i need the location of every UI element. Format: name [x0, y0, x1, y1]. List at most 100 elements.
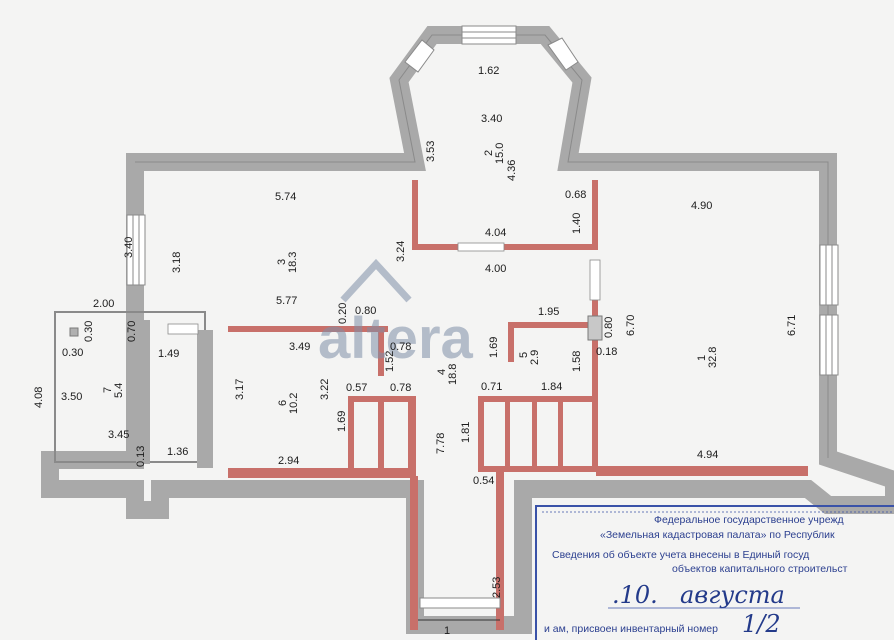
dim-5-77: 5.77 — [276, 295, 297, 307]
dim-0-78-a: 0.78 — [390, 341, 411, 353]
room-4-label: 4 18.8 — [436, 364, 459, 385]
dim-0-80-a: 0.80 — [355, 305, 376, 317]
room-1-label: 1 32.8 — [696, 347, 719, 368]
svg-text:2: 2 — [483, 150, 495, 156]
svg-text:10.2: 10.2 — [288, 393, 300, 414]
dim-1-69-a: 1.69 — [488, 337, 500, 358]
dim-1-62: 1.62 — [478, 65, 499, 77]
window-bay-left — [404, 39, 435, 73]
cadastral-stamp: Федеральное государственное учрежд «Земе… — [535, 505, 894, 640]
svg-text:altera: altera — [318, 306, 474, 371]
dim-0-20: 0.20 — [337, 303, 349, 324]
dim-1-49: 1.49 — [158, 348, 179, 360]
svg-text:18.3: 18.3 — [287, 252, 299, 273]
dim-3-53: 3.53 — [425, 141, 437, 162]
dim-3-49: 3.49 — [289, 341, 310, 353]
room-5-label: 5 2.9 — [518, 350, 541, 365]
svg-text:Сведения об объекте учета внес: Сведения об объекте учета внесены в Един… — [552, 549, 809, 561]
dim-0-13: 0.13 — [135, 446, 147, 467]
dim-2-94: 2.94 — [278, 455, 299, 467]
dim-2-00: 2.00 — [93, 298, 114, 310]
dim-4-08: 4.08 — [33, 387, 45, 408]
dimension-labels-horizontal: 1.62 3.40 0.68 4.04 4.00 5.74 5.77 0.80 … — [61, 65, 718, 487]
dim-0-68: 0.68 — [565, 189, 586, 201]
window-top — [461, 25, 517, 45]
entry-door — [419, 597, 501, 609]
dimension-labels-vertical: 3.53 4.36 1.40 3.40 3.18 3.24 0.20 0.30 … — [33, 141, 798, 598]
window-left — [126, 214, 146, 286]
svg-text:Федеральное государственное уч: Федеральное государственное учрежд — [654, 514, 844, 526]
dim-7-78: 7.78 — [435, 433, 447, 454]
dim-3-18: 3.18 — [171, 252, 183, 273]
dim-4-04: 4.04 — [485, 227, 506, 239]
dim-0-54: 0.54 — [473, 475, 494, 487]
svg-text:1: 1 — [696, 355, 708, 361]
dim-3-45: 3.45 — [108, 429, 129, 441]
dim-5-74: 5.74 — [275, 191, 296, 203]
svg-text:5.4: 5.4 — [113, 383, 125, 398]
dim-3-22: 3.22 — [319, 379, 331, 400]
dim-3-17: 3.17 — [234, 379, 246, 400]
dim-2-53: 2.53 — [491, 577, 503, 598]
dim-0-80-b: 0.80 — [603, 317, 615, 338]
stamp-handwritten-day: .10. — [612, 581, 658, 609]
watermark: altera — [318, 258, 474, 371]
svg-text:5: 5 — [518, 352, 530, 358]
room-6-label: 6 10.2 — [277, 393, 300, 414]
svg-text:и ам, присвоен инвентарный ном: и ам, присвоен инвентарный номер — [544, 623, 718, 635]
dim-1-40: 1.40 — [571, 213, 583, 234]
partitions — [228, 180, 808, 630]
dim-3-24: 3.24 — [395, 241, 407, 262]
room-2-label: 2 15.0 — [483, 143, 506, 164]
dim-4-36: 4.36 — [506, 160, 518, 181]
svg-text:4: 4 — [436, 369, 448, 375]
window-right-lower — [819, 314, 839, 376]
stamp-handwritten-month: августа — [680, 581, 785, 609]
dim-0-70: 0.70 — [126, 321, 138, 342]
svg-text:32.8: 32.8 — [707, 347, 719, 368]
window-right-upper — [819, 244, 839, 306]
dim-0-71: 0.71 — [481, 381, 502, 393]
dim-1-52: 1.52 — [384, 351, 396, 372]
dim-4-00: 4.00 — [485, 263, 506, 275]
dim-1-58: 1.58 — [571, 351, 583, 372]
vent-square — [69, 327, 79, 337]
dim-1-36: 1.36 — [167, 446, 188, 458]
door-opening-3 — [167, 323, 199, 335]
door-opening-1 — [457, 242, 505, 252]
dim-3-50: 3.50 — [61, 391, 82, 403]
dim-4-94: 4.94 — [697, 449, 718, 461]
column — [587, 315, 603, 341]
dim-0-78-b: 0.78 — [390, 382, 411, 394]
watermark-roof-icon — [340, 258, 412, 303]
dim-0-18: 0.18 — [596, 346, 617, 358]
dim-4-90: 4.90 — [691, 200, 712, 212]
dim-3-40-top: 3.40 — [481, 113, 502, 125]
svg-text:3: 3 — [276, 259, 288, 265]
outer-wall-edge — [135, 34, 829, 458]
dim-0-30-a: 0.30 — [83, 321, 95, 342]
svg-text:«Земельная кадастровая палата»: «Земельная кадастровая палата» по Респуб… — [600, 529, 835, 541]
dim-6-71: 6.71 — [786, 315, 798, 336]
dim-1-69-b: 1.69 — [336, 411, 348, 432]
stamp-handwritten-number: 1/2 — [742, 610, 781, 638]
svg-text:объектов капитального строител: объектов капитального строительст — [672, 563, 848, 575]
dim-0-57: 0.57 — [346, 382, 367, 394]
room-7-label: 7 5.4 — [102, 383, 125, 398]
svg-text:15.0: 15.0 — [494, 143, 506, 164]
room-3-label: 3 18.3 — [276, 252, 299, 273]
dim-0-30-b: 0.30 — [62, 347, 83, 359]
section-mark: 1 — [444, 625, 450, 637]
dim-6-70: 6.70 — [625, 315, 637, 336]
svg-text:7: 7 — [102, 387, 114, 393]
dim-1-81: 1.81 — [460, 422, 472, 443]
dim-1-84: 1.84 — [541, 381, 562, 393]
svg-text:6: 6 — [277, 400, 289, 406]
dim-1-95: 1.95 — [538, 306, 559, 318]
svg-text:18.8: 18.8 — [447, 364, 459, 385]
dim-3-40-left: 3.40 — [123, 237, 135, 258]
svg-text:2.9: 2.9 — [529, 350, 541, 365]
door-opening-2 — [589, 259, 601, 301]
window-bay-right — [547, 37, 579, 71]
